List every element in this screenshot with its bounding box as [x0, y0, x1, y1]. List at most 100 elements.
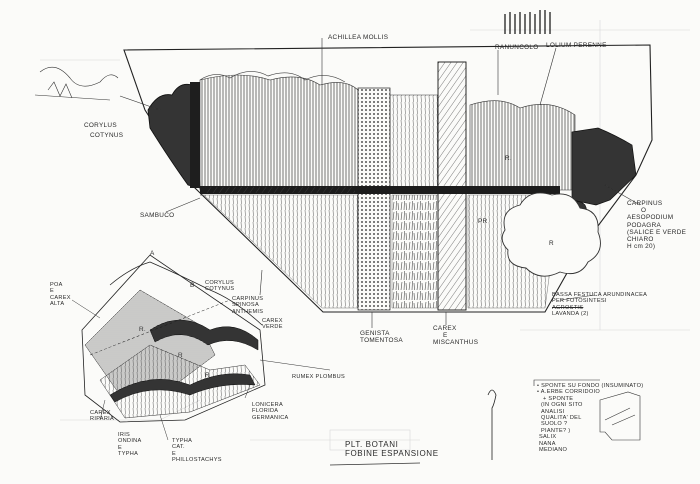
label-carex-bottom-line2: RIPARIA — [90, 416, 115, 423]
label-bassa-line3: AGROSTIS — [552, 304, 584, 311]
label-rumex: RUMEX PLOMBUS — [292, 374, 346, 380]
label-typha: TYPHA CAT. E PHILLOSTACHYS — [172, 438, 222, 464]
note-line4: (IN OGNI SITO — [541, 402, 583, 409]
label-carpinus-line3: AESOPODIUM — [627, 214, 674, 222]
left-hedge — [147, 83, 201, 189]
label-pr: PR — [478, 218, 488, 225]
upper-hatched-band — [199, 74, 359, 191]
label-bassa-line4: LAVANDA (2) — [552, 311, 589, 318]
label-typha-line1: TYPHA — [172, 438, 193, 444]
main-plan — [123, 44, 653, 313]
label-carex-line1: CAREX — [433, 325, 457, 332]
label-sketch-r3: R — [205, 372, 210, 379]
label-genista-line1: GENISTA — [360, 330, 390, 337]
iso-dark-ridge-2 — [149, 319, 259, 351]
top-left-doodle — [34, 66, 119, 101]
note-line2: • A.ERBE CORRIDOIO — [537, 389, 600, 396]
label-iris: IRIS ONDINA E TYPHA — [118, 432, 142, 458]
sheet-title-line1: PLT. BOTANI — [345, 440, 399, 449]
label-sketch-carex: CAREX VERDE — [262, 318, 283, 331]
label-carpinus: CARPINUS O AESOPODIUM PODAGRA (SALICE E … — [627, 200, 686, 250]
note-line5: ANALISI — [541, 408, 565, 415]
iso-outline — [81, 254, 266, 423]
label-sketch-r2: R — [178, 352, 183, 359]
lower-hatched-band — [199, 194, 359, 309]
label-lolium: LOLIUM PERENNE — [546, 42, 607, 49]
top-right-hatch-mark — [504, 10, 551, 34]
label-sketch-carpinus: CARPINUS SPINOSA ANTHEMIS — [232, 296, 263, 315]
horizontal-band-hatch — [205, 187, 355, 193]
title-underline — [329, 462, 421, 466]
horizontal-dark-band — [200, 186, 560, 194]
sketch-leader-lines — [71, 299, 331, 441]
label-genista: GENISTA TOMENTOSA — [360, 330, 403, 344]
label-sketch-left-line3: CAREX — [50, 294, 71, 301]
iso-layer-2 — [99, 344, 261, 419]
label-achillea: ACHILLEA MOLLIS — [328, 34, 389, 41]
label-typha-line4: PHILLOSTACHYS — [172, 457, 222, 464]
tree-canopy — [501, 192, 601, 277]
sheet-title-line2: FOBINE ESPANSIONE — [345, 449, 439, 458]
left-hedge-column — [190, 82, 200, 188]
label-bassa-line1: BASSA FESTUCA ARUNDINACEA — [552, 292, 648, 298]
label-iris-line4: TYPHA — [118, 451, 139, 458]
note-line11: MEDIANO — [539, 447, 568, 454]
label-bassa-line2: PER FOTOSINTESI — [552, 298, 607, 305]
stake-glyph — [487, 389, 497, 460]
label-carex-bottom-line1: CAREX — [90, 410, 111, 416]
label-lonicera-line3: GERMANICA — [252, 414, 289, 421]
label-sketch-left: POA E CAREX ALTA — [50, 282, 71, 308]
label-iris-line1: IRIS — [118, 432, 131, 438]
label-genista-line2: TOMENTOSA — [360, 337, 403, 345]
label-carpinus-line6: CHIARO — [627, 236, 654, 244]
lower-hatched-band-right — [391, 194, 439, 309]
label-r-center: R. — [505, 155, 512, 162]
iso-top-edge — [109, 261, 263, 326]
label-sketch-b: B — [190, 282, 195, 289]
label-sketch-carex-line1: CAREX — [262, 318, 283, 324]
label-corylus: CORYLUS COTYNUS — [84, 122, 123, 139]
label-carpinus-line5: (SALICE E VERDE — [627, 228, 687, 236]
label-sketch-r1: R. — [139, 326, 146, 333]
label-corylus-line2: COTYNUS — [90, 132, 124, 140]
upper-hatched-mid — [389, 94, 439, 191]
label-typha-line2: CAT. — [172, 444, 185, 451]
label-r-right: R — [549, 240, 554, 247]
note-line10: NANA — [539, 440, 556, 447]
label-sketch-corylus-line2: COTYNUS — [205, 286, 235, 293]
note-line8: PIANTE? ) — [541, 427, 571, 434]
label-ranuncolo: RANUNCOLO — [495, 44, 539, 51]
label-lonicera-line1: LONICERA — [252, 402, 283, 408]
label-carpinus-line7: H cm 20) — [627, 243, 656, 251]
note-line7: SUOLO ? — [541, 421, 568, 428]
isometric-section-sketch — [81, 254, 266, 423]
label-lonicera: LONICERA FLORIDA GERMANICA — [252, 402, 289, 421]
label-sketch-corylus: CORYLUS COTYNUS — [205, 280, 234, 293]
iso-dark-ridge-1 — [109, 373, 256, 403]
label-iris-line2: ONDINA — [118, 438, 142, 445]
label-carpinus-line2: O — [641, 207, 647, 215]
label-carpinus-line4: PODAGRA — [627, 221, 662, 229]
label-sketch-left-line2: E — [50, 288, 55, 295]
right-hedge — [571, 127, 637, 206]
note-line6: QUALITA' DEL — [541, 415, 582, 422]
label-carex-line2: E — [443, 332, 448, 340]
note-line1: • SPONTE SU FONDO (INSUMINATO) — [537, 383, 644, 389]
label-sketch-carex-line2: VERDE — [262, 324, 283, 331]
top-edge-wiggle — [199, 71, 346, 83]
label-carex-bottom: CAREX RIPARIA — [90, 410, 114, 423]
label-sketch-a: A — [150, 250, 155, 257]
label-sambuco: SAMBUCO — [140, 212, 175, 219]
upper-hatched-band-right — [469, 100, 576, 191]
leader-lines — [119, 38, 641, 328]
label-bassa: BASSA FESTUCA ARUNDINACEA PER FOTOSINTES… — [552, 292, 647, 318]
note-line3: + SPONTE — [543, 395, 574, 402]
label-sketch-left-line1: POA — [50, 282, 63, 288]
label-carpinus-line1: CARPINUS — [627, 200, 663, 207]
label-typha-line3: E — [172, 450, 177, 457]
faint-background-lines — [40, 20, 690, 451]
label-sketch-carpinus-line3: ANTHEMIS — [232, 308, 264, 315]
notes-block: • SPONTE SU FONDO (INSUMINATO) • A.ERBE … — [537, 383, 643, 453]
